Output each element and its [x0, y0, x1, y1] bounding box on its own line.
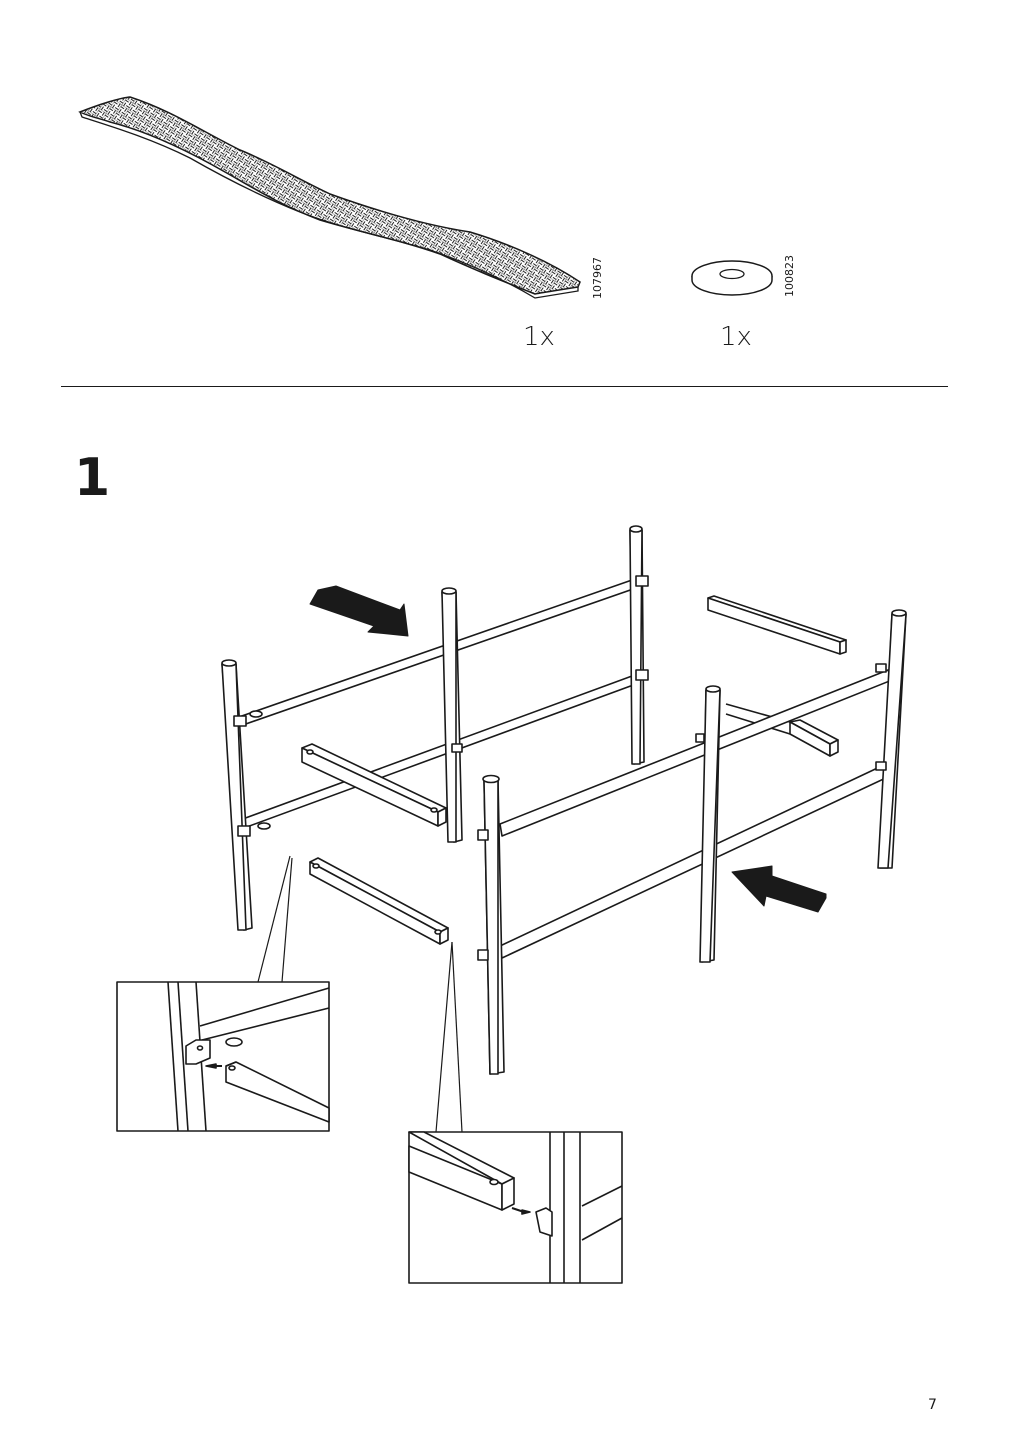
step-number: 1 [74, 448, 111, 508]
parts-illustration [78, 96, 773, 299]
cross-bar-top-right [707, 595, 847, 655]
cross-bar-front [309, 857, 449, 945]
back-frame [221, 525, 649, 931]
push-arrow-icon [731, 865, 827, 913]
front-frame [477, 609, 907, 1075]
washer-icon [691, 260, 773, 296]
quantity-washer: 1x [720, 322, 752, 352]
callout-lines [257, 855, 463, 1133]
section-divider [61, 386, 948, 387]
quantity-mat: 1x [523, 322, 555, 352]
page-number: 7 [928, 1397, 937, 1413]
woven-mat-icon [78, 96, 581, 299]
detail-box-right [408, 1131, 623, 1284]
detail-box-left [116, 981, 330, 1132]
push-arrow-icon [309, 585, 409, 637]
cross-bar-back [301, 743, 447, 827]
